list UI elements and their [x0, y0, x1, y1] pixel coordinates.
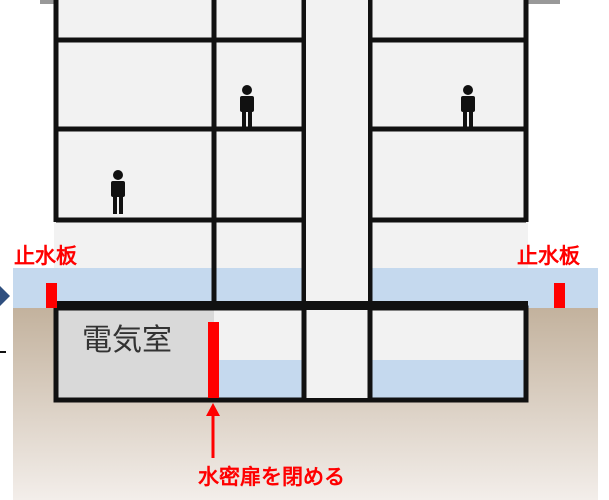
- building-facade: [54, 0, 528, 268]
- shaft-overlay: [306, 310, 368, 398]
- electrical-room: [58, 310, 214, 398]
- flood-barrier-left-label: 止水板: [14, 244, 77, 268]
- electrical-room-label: 電気室: [82, 323, 172, 358]
- arrow-right-icon: [0, 286, 10, 306]
- watertight-door: [208, 322, 219, 398]
- flood-barrier-right-label: 止水板: [517, 244, 580, 268]
- flood-barrier-left: [46, 283, 57, 308]
- flood-barrier-right: [554, 283, 565, 308]
- pointer-arrow: [206, 403, 220, 458]
- close-watertight-door-label: 水密扉を閉める: [198, 465, 345, 489]
- person-icon: [111, 170, 125, 214]
- person-icon: [461, 85, 475, 127]
- basement-frame: [53, 305, 529, 403]
- person-icon: [240, 85, 254, 127]
